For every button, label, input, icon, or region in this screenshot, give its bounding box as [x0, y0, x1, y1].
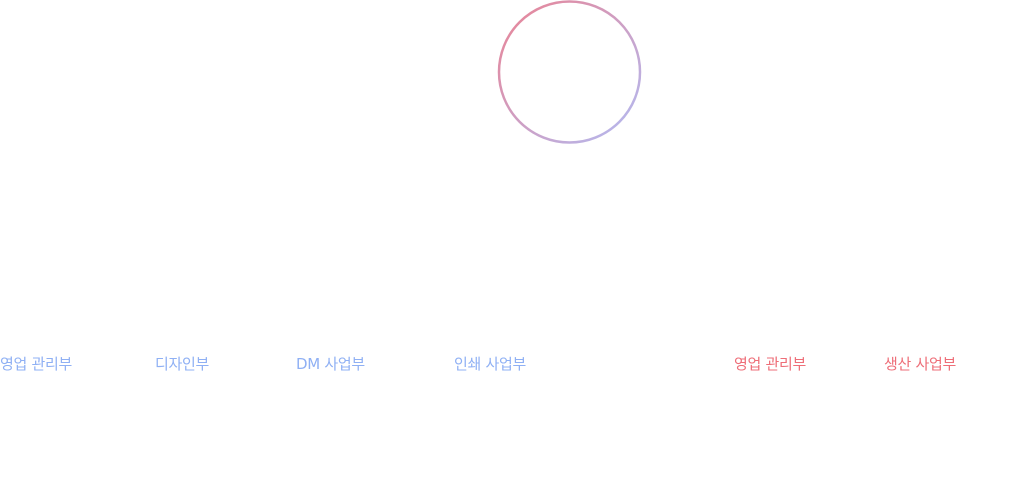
gradient-ring [497, 0, 642, 145]
dept-label-production-business: 생산 사업부 [884, 355, 956, 373]
dept-label-dm-business: DM 사업부 [296, 355, 365, 373]
dept-label-sales-management-1: 영업 관리부 [0, 355, 72, 373]
dept-label-sales-management-2: 영업 관리부 [734, 355, 806, 373]
dept-label-printing-business: 인쇄 사업부 [454, 355, 526, 373]
dept-label-design: 디자인부 [155, 355, 210, 373]
ring-circle [497, 0, 642, 144]
gradient-ring-graphic [497, 0, 642, 144]
